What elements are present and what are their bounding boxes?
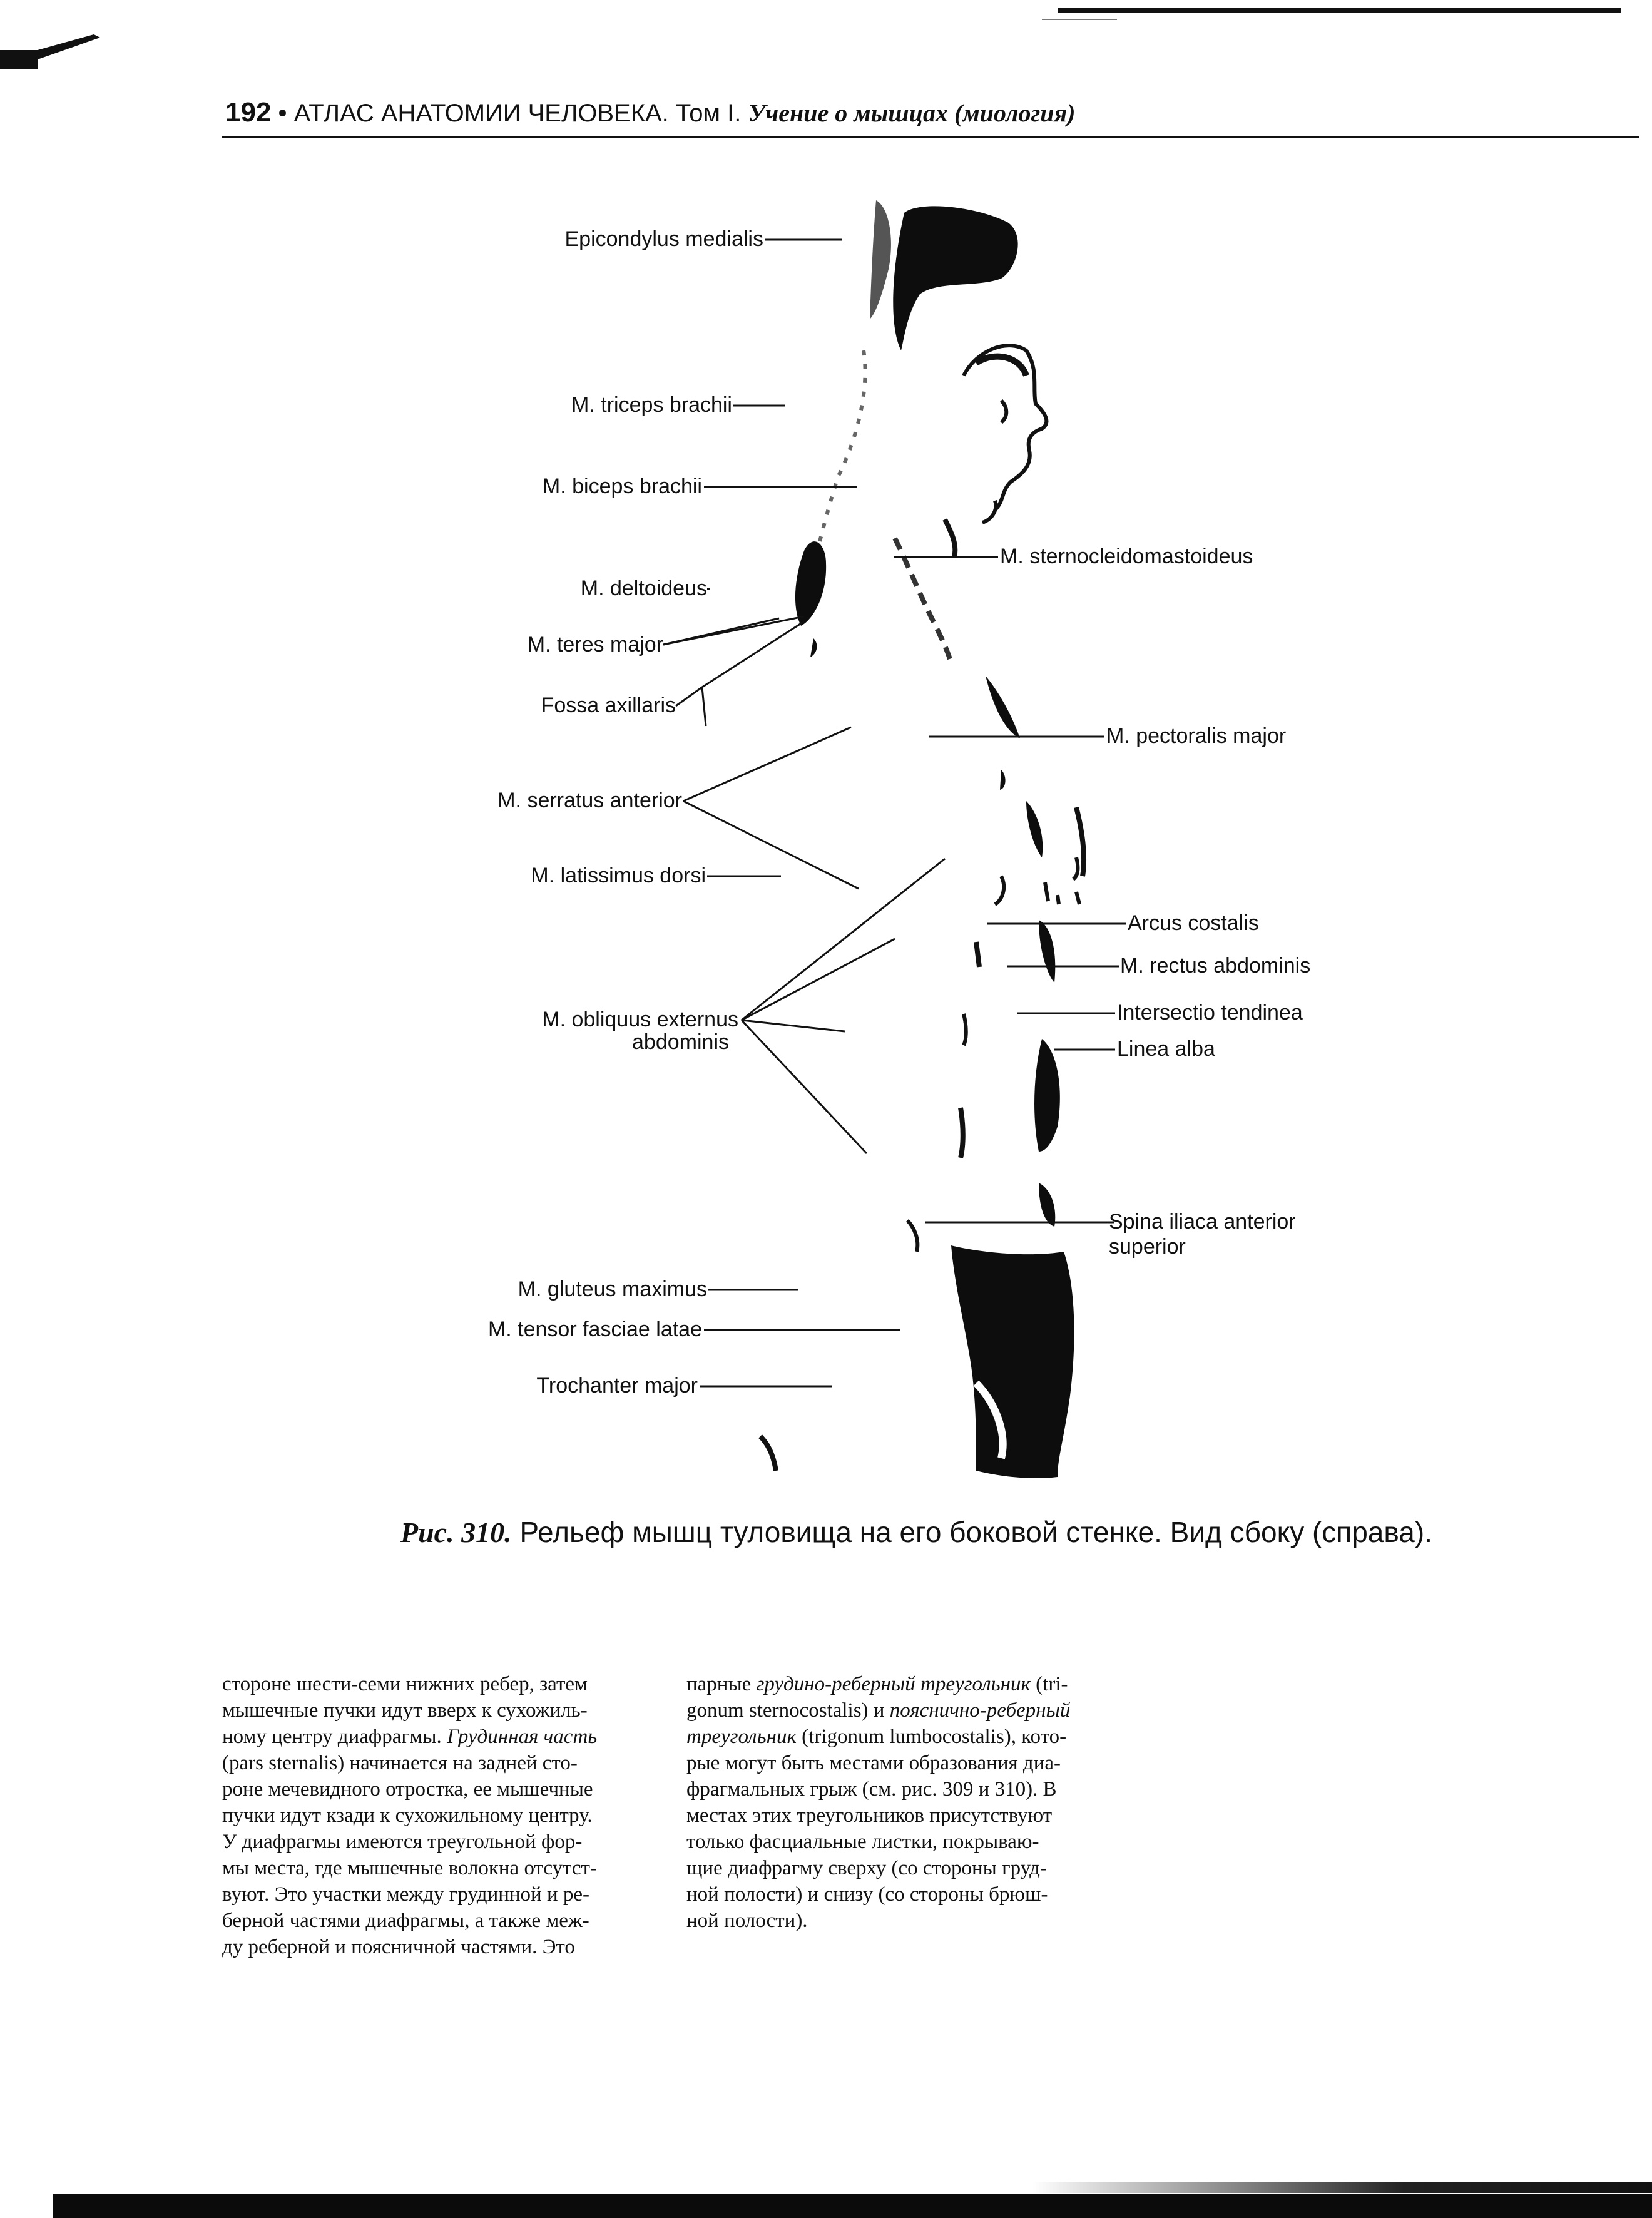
label-pectoralis: M. pectoralis major bbox=[1106, 724, 1287, 748]
label-intersectio: Intersectio tendinea bbox=[1117, 1001, 1303, 1025]
face-profile bbox=[962, 344, 1049, 512]
leader-lines bbox=[663, 238, 1126, 1388]
label-tensor: M. tensor fasciae latae bbox=[487, 1317, 702, 1341]
bottom-scan-shadow bbox=[1032, 2182, 1652, 2193]
text-column-right: парные грудино-реберный треугольник (tri… bbox=[686, 1671, 1112, 1934]
leader-serratus-up bbox=[683, 726, 852, 802]
section-title: Учение о мышцах (миология) bbox=[748, 99, 1076, 127]
volume-number: I bbox=[727, 100, 735, 127]
label-obliquus-1: M. obliquus externus bbox=[542, 1008, 738, 1031]
header-bullet: • bbox=[278, 100, 294, 127]
header-period: . bbox=[734, 100, 742, 127]
top-edge-rule-thin bbox=[1042, 19, 1117, 20]
leader-serratus-down bbox=[683, 800, 859, 890]
label-epicondylus: Epicondylus medialis bbox=[564, 227, 764, 251]
label-gluteus: M. gluteus maximus bbox=[518, 1277, 707, 1301]
caption-text: Рельеф мышц туловища на его боковой стен… bbox=[519, 1516, 1432, 1548]
label-rectus: M. rectus abdominis bbox=[1120, 954, 1311, 978]
elbow-shape bbox=[893, 206, 1018, 350]
col2-line: gonum sternocostalis) и пояснично-реберн… bbox=[686, 1699, 1071, 1722]
deltoid-shadow bbox=[795, 541, 827, 626]
col1-line: (pars sternalis) начинается на задней ст… bbox=[222, 1752, 578, 1774]
col1-line: вуют. Это участки между грудинной и ре- bbox=[222, 1883, 590, 1906]
book-title: АТЛАС АНАТОМИИ ЧЕЛОВЕКА. Том bbox=[293, 100, 720, 127]
col1-line: ному центру диафрагмы. Грудинная часть bbox=[222, 1725, 598, 1748]
col2-line: только фасциальные листки, покрываю- bbox=[686, 1831, 1039, 1853]
term-lumbocostal-triangle: пояснично-реберный bbox=[889, 1699, 1071, 1722]
label-latissimus: M. latissimus dorsi bbox=[531, 864, 706, 887]
leader-obliquus-4 bbox=[740, 1019, 868, 1155]
col1-line: У диафрагмы имеются треугольной фор- bbox=[222, 1831, 583, 1853]
col1-line: мы места, где мышечные волокна отсутст- bbox=[222, 1857, 597, 1879]
label-linea: Linea alba bbox=[1117, 1037, 1215, 1061]
col1-line: пучки идут кзади к сухожильному центру. bbox=[222, 1804, 593, 1827]
col1-line: берной частями диафрагмы, а также меж- bbox=[222, 1909, 589, 1932]
label-serratus: M. serratus anterior bbox=[497, 789, 682, 812]
anatomy-illustration bbox=[663, 200, 1126, 1478]
col1-line: ду реберной и поясничной частями. Это bbox=[222, 1936, 575, 1958]
label-deltoideus: M. deltoideus bbox=[580, 576, 707, 600]
label-sterno: M. sternocleidomastoideus bbox=[1000, 544, 1253, 568]
label-spina-2: superior bbox=[1109, 1235, 1186, 1259]
col1-line: роне мечевидного отростка, ее мышечные bbox=[222, 1778, 593, 1801]
label-trochanter: Trochanter major bbox=[536, 1374, 698, 1398]
body-silhouette bbox=[758, 200, 1086, 1478]
col2-line: ной полости) и снизу (со стороны брюш- bbox=[686, 1883, 1048, 1906]
pectoral-shadow bbox=[986, 676, 1020, 738]
col2-line: местах этих треугольников присутствуют bbox=[686, 1804, 1053, 1827]
leader-obliquus-3 bbox=[741, 1019, 845, 1033]
label-triceps: M. triceps brachii bbox=[571, 393, 732, 417]
col2-line: рые могут быть местами образования диа- bbox=[686, 1752, 1061, 1774]
col2-line: парные грудино-реберный треугольник (tri… bbox=[686, 1673, 1068, 1695]
term-sternal-part: Грудинная часть bbox=[447, 1725, 598, 1748]
rectus-shadow bbox=[1039, 920, 1056, 983]
corner-mark bbox=[0, 34, 100, 69]
label-obliquus-2: abdominis bbox=[632, 1030, 729, 1054]
label-spina-1: Spina iliaca anterior bbox=[1109, 1210, 1296, 1234]
caption-label: Рис. 310. bbox=[400, 1516, 512, 1548]
col2-line: щие диафрагму сверху (со стороны груд- bbox=[686, 1857, 1047, 1879]
bottom-scan-band bbox=[53, 2194, 1652, 2218]
term-sternocostal-triangle: грудино-реберный треугольник bbox=[756, 1673, 1031, 1695]
col1-line: стороне шести-семи нижних ребер, затем bbox=[222, 1673, 588, 1695]
hip-shadow bbox=[951, 1245, 1074, 1478]
text-column-left: стороне шести-семи нижних ребер, затем м… bbox=[222, 1671, 648, 1960]
col2-line: ной полости). bbox=[686, 1909, 808, 1932]
label-arcus: Arcus costalis bbox=[1128, 911, 1259, 935]
top-edge-rule bbox=[1058, 8, 1621, 13]
figure-310: Epicondylus medialis M. triceps brachii … bbox=[400, 200, 1432, 1548]
label-biceps: M. biceps brachii bbox=[542, 474, 702, 498]
header-rule bbox=[222, 136, 1639, 138]
leader-obliquus-1 bbox=[741, 857, 946, 1021]
page-number: 192 bbox=[225, 97, 272, 128]
leader-obliquus-2 bbox=[741, 938, 895, 1021]
label-fossa: Fossa axillaris bbox=[541, 693, 676, 717]
col1-line: мышечные пучки идут вверх к сухожиль- bbox=[222, 1699, 588, 1722]
running-header: 192 • АТЛАС АНАТОМИИ ЧЕЛОВЕКА. Том I. Уч… bbox=[225, 94, 1633, 131]
col2-line: треугольник (trigonum lumbocostalis), ко… bbox=[686, 1725, 1067, 1748]
figure-caption: Рис. 310. Рельеф мышц туловища на его бо… bbox=[400, 1513, 1464, 1551]
col2-line: фрагмальных грыж (см. рис. 309 и 310). В bbox=[686, 1778, 1057, 1801]
label-teres: M. teres major bbox=[527, 633, 663, 657]
linea-alba-shadow bbox=[1034, 1039, 1060, 1152]
